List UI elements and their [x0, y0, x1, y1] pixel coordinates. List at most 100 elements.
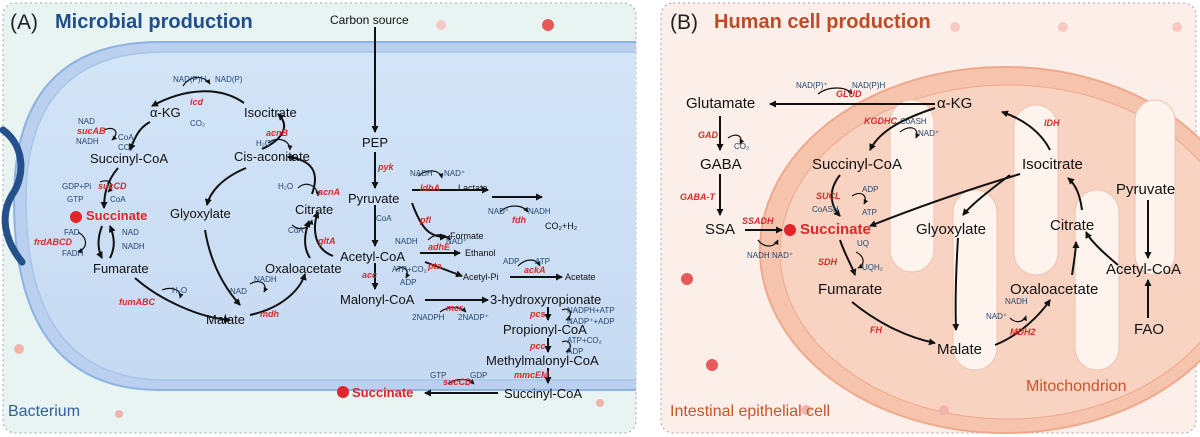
- cofactor: NADH: [1005, 297, 1028, 306]
- metabolite-co2-h2: CO₂+H₂: [545, 221, 578, 231]
- crista: [952, 189, 998, 371]
- metabolite-succinyl-coa-2: Succinyl-CoA: [504, 386, 583, 401]
- malate-to-oxaloacetate: [249, 273, 307, 316]
- crista: [1013, 104, 1059, 276]
- enzyme-gaba-t: GABA-T: [680, 192, 715, 202]
- enzyme-succd-2: sucCD: [443, 377, 472, 387]
- bubble: [14, 344, 24, 354]
- enzyme-acc: acc: [362, 270, 378, 280]
- metabolite-oxaloacetate: Oxaloacetate: [1010, 281, 1099, 298]
- isocitrate-to-succinate: [869, 173, 1021, 228]
- crista: [1134, 99, 1176, 276]
- cofactor: NADPH+ATP: [567, 306, 615, 315]
- metabolite-alpha-kg: α-KG: [150, 105, 181, 120]
- metabolite-cis-aconitate: Cis-aconitate: [234, 149, 310, 164]
- metabolite-glyoxylate: Glyoxylate: [170, 206, 231, 221]
- metabolite-ssa: SSA: [705, 221, 736, 238]
- metabolite-acetyl-pi: Acetyl-Pi: [463, 272, 499, 282]
- fumarate-to-succinate-l: [108, 225, 116, 259]
- cofactor: CoASH: [900, 117, 927, 126]
- succinate-dot: [784, 224, 796, 236]
- panel-a-arrows: [96, 27, 563, 397]
- mitochondrion-label: Mitochondrion: [1026, 378, 1127, 395]
- enzyme-idh: IDH: [1044, 118, 1060, 128]
- metabolite-pyruvate: Pyruvate: [348, 191, 400, 206]
- cofactor: NAD⁺: [772, 251, 794, 260]
- bubble: [706, 359, 718, 371]
- enzyme-acna: acnA: [318, 187, 341, 197]
- metabolite-citrate: Citrate: [1050, 217, 1095, 234]
- enzyme-glta: gltA: [318, 236, 336, 246]
- cofactor: NAD(P)H: [173, 75, 207, 84]
- enzyme-fh: FH: [870, 325, 882, 335]
- metabolite-lactate: Lactate: [458, 183, 488, 193]
- cisaconitate-to-glyoxylate: [204, 167, 247, 206]
- panel-b-title: Human cell production: [714, 11, 931, 33]
- metabolite-succinyl-coa: Succinyl-CoA: [90, 151, 169, 166]
- metabolite-glyoxylate: Glyoxylate: [916, 221, 987, 238]
- cofactor: CoA: [118, 133, 134, 142]
- intestinal-cell-label: Intestinal epithelial cell: [670, 403, 831, 420]
- bubble: [596, 399, 604, 407]
- panel-a-title: Microbial production: [55, 11, 253, 33]
- enzyme-icd: icd: [190, 97, 204, 107]
- cofactor: NAD: [78, 117, 95, 126]
- enzyme-ssadh: SSADH: [742, 216, 774, 226]
- metabolite-acetate: Acetate: [565, 272, 596, 282]
- metabolite-oxaloacetate: Oxaloacetate: [265, 261, 342, 276]
- akg-to-succinylcoa: [128, 121, 151, 151]
- cofactor: 2NADP⁺: [458, 313, 489, 322]
- bubble: [542, 19, 554, 31]
- cofactor: NAD(P)H: [852, 81, 886, 90]
- cofactor: CO₂: [734, 142, 750, 151]
- metabolite-methylmalonyl-coa: Methylmalonyl-CoA: [486, 353, 599, 368]
- metabolite-succinate-2: Succinate: [352, 385, 414, 400]
- metabolite-malonyl-coa: Malonyl-CoA: [340, 292, 415, 307]
- cofactor: 2NADPH: [412, 313, 445, 322]
- metabolite-ethanol: Ethanol: [465, 248, 496, 258]
- metabolite-isocitrate: Isocitrate: [1022, 156, 1083, 173]
- isocitrate-to-akg: [1001, 110, 1051, 151]
- cofactor: GTP: [67, 195, 84, 204]
- cofactor: ADP: [567, 347, 584, 356]
- cofactor: NADH: [254, 275, 277, 284]
- cofactor: UQ: [857, 239, 869, 248]
- succinylcoa-to-succinate: [830, 174, 841, 217]
- acetylcoa-to-citrate: [312, 211, 334, 257]
- enzyme-pta: pta: [428, 261, 442, 271]
- cofactor: CoA: [288, 226, 304, 235]
- enzyme-acka: ackA: [524, 265, 546, 275]
- cofactor: NAD: [122, 228, 139, 237]
- bubble: [801, 405, 811, 415]
- cofactor: CoA: [376, 214, 392, 223]
- cofactor: NADH: [122, 242, 145, 251]
- crista: [889, 99, 935, 273]
- metabolite-gaba: GABA: [700, 156, 742, 173]
- enzyme-fumabc: fumABC: [119, 297, 155, 307]
- succinate-dot: [337, 386, 349, 398]
- enzyme-mdh2: MDH2: [1010, 327, 1036, 337]
- bubble: [115, 410, 123, 418]
- metabolite-fumarate: Fumarate: [818, 281, 883, 298]
- metabolite-isocitrate: Isocitrate: [244, 105, 297, 120]
- enzyme-adhe: adhE: [428, 242, 451, 252]
- isocitrate-to-glyoxylate: [962, 174, 1011, 216]
- enzyme-pcc: pcc: [530, 341, 546, 351]
- metabolite-fao: FAO: [1134, 321, 1165, 338]
- cofactor: NAD⁺: [444, 169, 466, 178]
- cofactor: NADH: [528, 207, 551, 216]
- cofactor: NADH: [395, 237, 418, 246]
- metabolite-succinyl-coa: Succinyl-CoA: [812, 156, 903, 173]
- metabolite-carbon-source: Carbon source: [330, 13, 409, 27]
- cofactor: ATP: [535, 257, 550, 266]
- panel-a-label: (A): [10, 11, 38, 34]
- enzyme-acnb: acnB: [266, 128, 289, 138]
- cofactor: NAD⁺: [446, 237, 468, 246]
- cofactor: H₂O: [256, 139, 272, 148]
- cofactor: NAD(P): [215, 75, 243, 84]
- enzyme-mdh: mdh: [260, 309, 279, 319]
- citrate-to-cisaconitate: [287, 154, 316, 195]
- cofactor: NADP⁺+ADP: [567, 317, 615, 326]
- citrate-to-isocitrate: [1067, 177, 1083, 211]
